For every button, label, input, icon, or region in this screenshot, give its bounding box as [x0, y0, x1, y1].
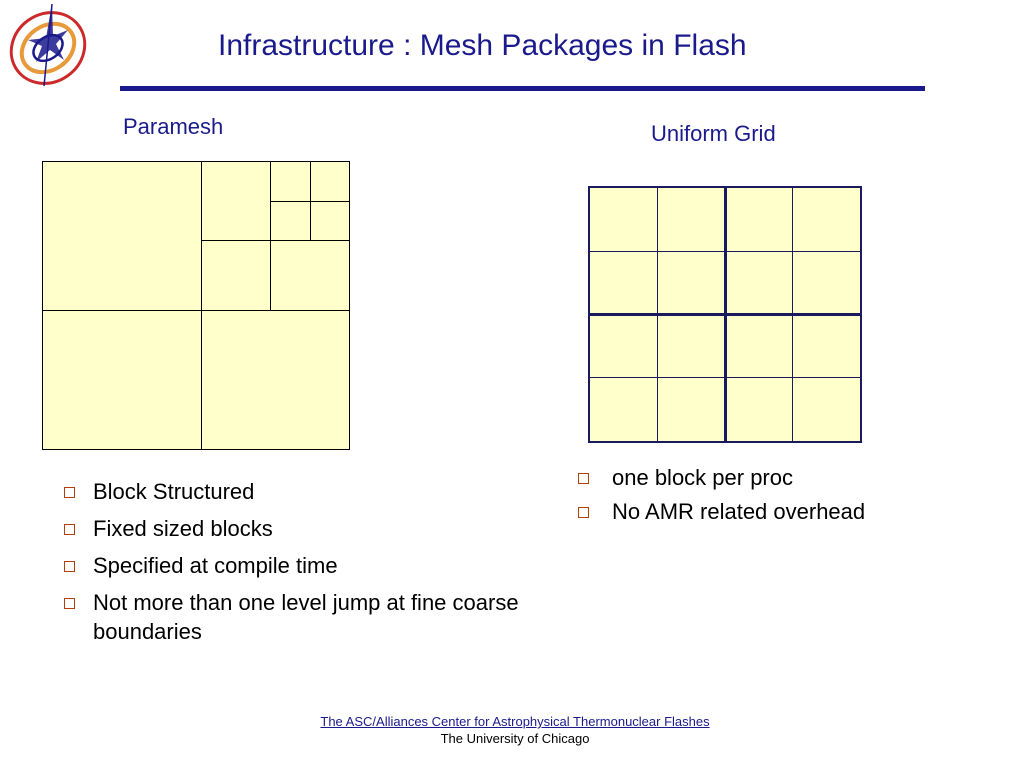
- footer: The ASC/Alliances Center for Astrophysic…: [0, 713, 1024, 747]
- grid-line-horizontal: [590, 313, 860, 316]
- paramesh-block: [201, 161, 271, 241]
- paramesh-bullet-list: Block Structured Fixed sized blocks Spec…: [62, 477, 532, 654]
- paramesh-block: [270, 240, 350, 311]
- paramesh-block: [310, 201, 350, 241]
- checkbox-bullet-icon: [64, 524, 75, 535]
- bullet-item: Block Structured: [62, 477, 532, 506]
- bullet-item: No AMR related overhead: [576, 497, 1016, 526]
- bullet-text: Specified at compile time: [93, 553, 338, 578]
- bullet-text: Fixed sized blocks: [93, 516, 273, 541]
- paramesh-block: [42, 161, 202, 311]
- paramesh-block: [201, 240, 271, 311]
- bullet-item: Not more than one level jump at fine coa…: [62, 588, 532, 646]
- uniform-grid-bullet-list: one block per proc No AMR related overhe…: [576, 463, 1016, 531]
- checkbox-bullet-icon: [64, 487, 75, 498]
- checkbox-bullet-icon: [578, 507, 589, 518]
- bullet-item: one block per proc: [576, 463, 1016, 492]
- bullet-text: Not more than one level jump at fine coa…: [93, 590, 519, 644]
- uniform-grid-label: Uniform Grid: [651, 121, 776, 146]
- footer-university: The University of Chicago: [440, 731, 590, 746]
- paramesh-block: [201, 310, 350, 450]
- bullet-text: Block Structured: [93, 479, 255, 504]
- paramesh-block: [42, 310, 202, 450]
- paramesh-diagram: [42, 161, 350, 450]
- slide-title: Infrastructure : Mesh Packages in Flash: [218, 29, 747, 62]
- checkbox-bullet-icon: [64, 561, 75, 572]
- footer-center-link[interactable]: The ASC/Alliances Center for Astrophysic…: [320, 714, 710, 729]
- checkbox-bullet-icon: [578, 473, 589, 484]
- bullet-text: one block per proc: [612, 465, 793, 490]
- flash-center-logo-icon: [9, 3, 87, 87]
- bullet-text: No AMR related overhead: [612, 499, 866, 524]
- paramesh-block: [270, 201, 311, 241]
- grid-line-horizontal: [590, 377, 860, 378]
- uniform-grid-diagram: [588, 186, 862, 443]
- paramesh-block: [310, 161, 350, 202]
- grid-line-horizontal: [590, 251, 860, 252]
- bullet-item: Fixed sized blocks: [62, 514, 532, 543]
- title-divider: [120, 86, 925, 91]
- paramesh-block: [270, 161, 311, 202]
- bullet-item: Specified at compile time: [62, 551, 532, 580]
- paramesh-label: Paramesh: [123, 114, 224, 139]
- checkbox-bullet-icon: [64, 598, 75, 609]
